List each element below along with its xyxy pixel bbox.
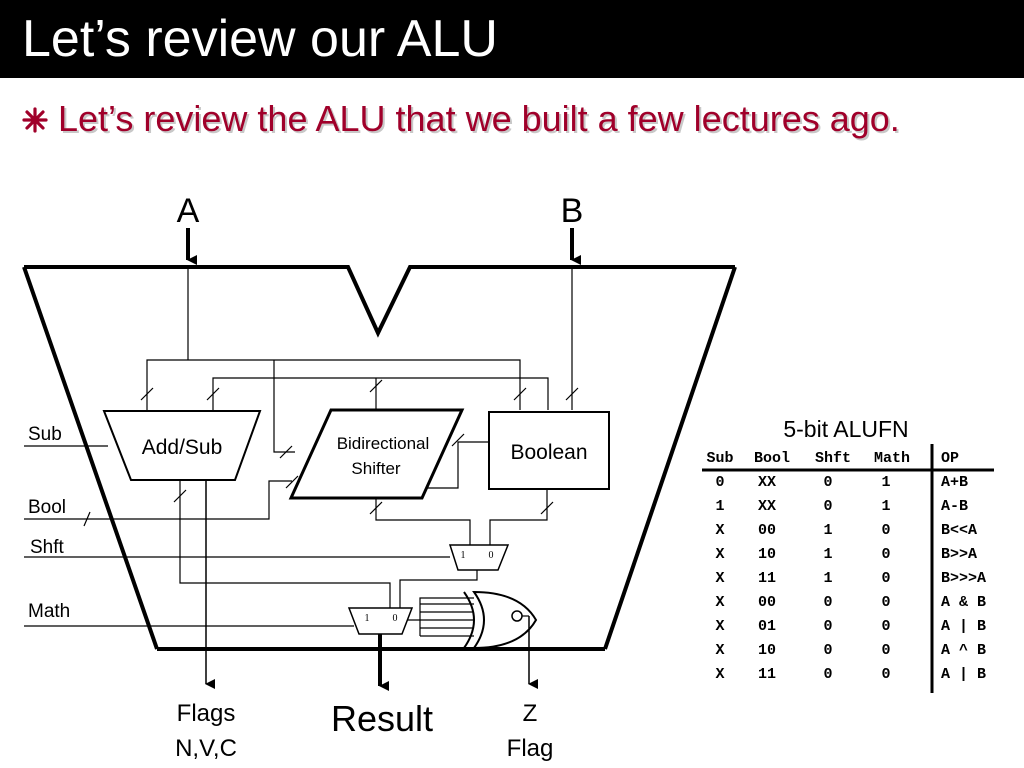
asterisk-bullet-icon	[22, 98, 50, 140]
alufn-cell: A | B	[941, 666, 986, 683]
alufn-cell: XX	[758, 474, 776, 491]
addsub-block	[102, 410, 262, 481]
alufn-caption: 5-bit ALUFN	[783, 416, 908, 442]
bullet-text: Let’s review the ALU that we built a few…	[58, 98, 900, 139]
alufn-cell: 1	[823, 546, 832, 563]
result-mux-zero: 0	[393, 613, 398, 624]
shift-bool-mux-zero: 0	[489, 550, 494, 561]
alufn-cell: X	[715, 570, 724, 587]
result-label: Result	[331, 698, 433, 739]
alufn-cell: A | B	[941, 618, 986, 635]
alufn-cell: A+B	[941, 474, 968, 491]
bullet-item: Let’s review the ALU that we built a few…	[22, 98, 900, 148]
math-control-label: Math	[28, 601, 70, 622]
alufn-cell: 00	[758, 594, 776, 611]
alufn-cell: 10	[758, 546, 776, 563]
shifter-block	[288, 408, 465, 500]
bool-control-label: Bool	[28, 497, 66, 518]
alufn-cell: 11	[758, 570, 776, 587]
alufn-header-bool: Bool	[754, 450, 790, 467]
shifter-label-line2: Shifter	[351, 459, 400, 478]
alufn-cell: 1	[715, 498, 724, 515]
alufn-cell: 0	[881, 546, 890, 563]
alufn-cell: 0	[823, 498, 832, 515]
alufn-cell: 0	[823, 642, 832, 659]
alufn-cell: 1	[881, 498, 890, 515]
alufn-cell: X	[715, 594, 724, 611]
alufn-cell: 0	[881, 594, 890, 611]
slide-title: Let’s review our ALU	[22, 10, 498, 68]
input-b-label: B	[561, 192, 584, 230]
alufn-cell: 1	[881, 474, 890, 491]
alufn-cell: X	[715, 618, 724, 635]
alufn-cell: B<<A	[941, 522, 977, 539]
alufn-cell: X	[715, 546, 724, 563]
alufn-cell: X	[715, 642, 724, 659]
alufn-cell: B>>A	[941, 546, 977, 563]
alufn-cell: 0	[823, 474, 832, 491]
alufn-cell: A-B	[941, 498, 968, 515]
shift-bool-mux-one: 1	[461, 550, 466, 561]
bus-ticks	[83, 379, 579, 527]
alufn-header-shft: Shft	[815, 450, 851, 467]
shift-bool-mux	[448, 544, 510, 571]
alufn-cell: 11	[758, 666, 776, 683]
alufn-cell: 01	[758, 618, 776, 635]
alufn-cell: 1	[823, 570, 832, 587]
alufn-cell: 0	[881, 666, 890, 683]
alufn-cell: 00	[758, 522, 776, 539]
input-a-label: A	[177, 192, 200, 230]
alufn-cell: 0	[823, 666, 832, 683]
alufn-cell: 1	[823, 522, 832, 539]
flags-label-line1: Flags	[177, 700, 236, 727]
shft-control-label: Shft	[30, 537, 65, 558]
alufn-cell: XX	[758, 498, 776, 515]
alufn-cell: 10	[758, 642, 776, 659]
alufn-cell: A & B	[941, 594, 986, 611]
alufn-cell: X	[715, 522, 724, 539]
alu-outline	[24, 265, 735, 338]
flags-label-line2: N,V,C	[175, 735, 237, 762]
alufn-cell: 0	[823, 594, 832, 611]
result-mux-one: 1	[365, 613, 370, 624]
boolean-block	[488, 411, 610, 490]
alufn-cell: 0	[881, 618, 890, 635]
addsub-label: Add/Sub	[142, 436, 223, 459]
shifter-label-line1: Bidirectional	[337, 434, 430, 453]
alufn-cell: B>>>A	[941, 570, 986, 587]
nor-gate	[463, 590, 538, 650]
alufn-header-sub: Sub	[706, 450, 733, 467]
alufn-header-op: OP	[941, 450, 959, 467]
alufn-header-math: Math	[874, 450, 910, 467]
alufn-cell: 0	[881, 570, 890, 587]
alufn-cell: 0	[823, 618, 832, 635]
alufn-cell: 0	[881, 642, 890, 659]
z-flag-label-line2: Flag	[507, 735, 554, 762]
result-mux	[347, 607, 414, 635]
z-flag-label-line1: Z	[523, 700, 538, 727]
alufn-cell: 0	[715, 474, 724, 491]
alufn-cell: X	[715, 666, 724, 683]
title-bar: Let’s review our ALU	[0, 0, 1024, 78]
sub-control-label: Sub	[28, 424, 62, 445]
alufn-cell: A ^ B	[941, 642, 986, 659]
alufn-cell: 0	[881, 522, 890, 539]
boolean-label: Boolean	[510, 441, 587, 464]
